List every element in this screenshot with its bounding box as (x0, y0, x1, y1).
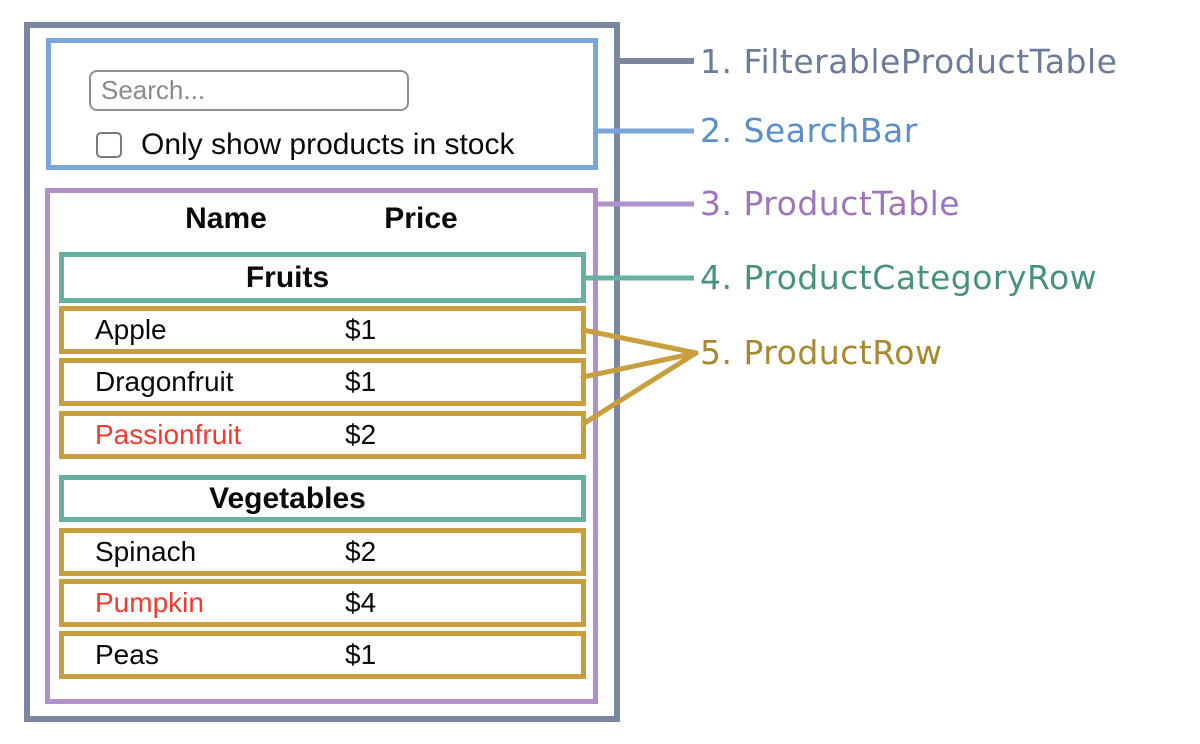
search-bar-box: Only show products in stock (46, 38, 598, 170)
legend-filterable-product-table: 1. FilterableProductTable (700, 42, 1118, 81)
filterable-product-table-box: Only show products in stock Name Price F… (24, 22, 620, 722)
product-name: Pumpkin (95, 587, 204, 618)
category-row-vegetables: Vegetables (59, 475, 586, 522)
product-name: Dragonfruit (95, 366, 234, 397)
product-row: Pumpkin $4 (59, 579, 586, 627)
legend-product-row: 5. ProductRow (700, 333, 943, 372)
category-row-fruits: Fruits (59, 252, 586, 303)
product-name: Apple (95, 314, 167, 345)
legend-search-bar: 2. SearchBar (700, 111, 918, 150)
product-name: Spinach (95, 536, 197, 567)
legend-product-table: 3. ProductTable (700, 184, 961, 223)
product-price: $1 (345, 366, 377, 397)
product-table-box: Name Price Fruits Apple $1 Dragonfruit $… (45, 188, 598, 704)
product-name: Passionfruit (95, 419, 242, 450)
product-row: Peas $1 (59, 631, 586, 679)
product-row: Dragonfruit $1 (59, 358, 586, 406)
column-header-name: Name (185, 202, 267, 235)
product-row: Apple $1 (59, 306, 586, 354)
legend-product-category-row: 4. ProductCategoryRow (700, 258, 1098, 297)
product-price: $2 (345, 536, 377, 567)
in-stock-checkbox-label[interactable]: Only show products in stock (141, 128, 515, 161)
product-price: $4 (345, 587, 377, 618)
in-stock-checkbox[interactable] (96, 132, 122, 158)
category-label: Fruits (245, 260, 330, 294)
product-price: $1 (345, 314, 377, 345)
product-price: $1 (345, 639, 377, 670)
category-label: Vegetables (209, 481, 366, 515)
product-row: Passionfruit $2 (59, 411, 586, 459)
product-name: Peas (95, 639, 159, 670)
product-price: $2 (345, 419, 377, 450)
search-input[interactable] (89, 70, 409, 111)
column-header-price: Price (384, 202, 458, 235)
product-row: Spinach $2 (59, 528, 586, 576)
